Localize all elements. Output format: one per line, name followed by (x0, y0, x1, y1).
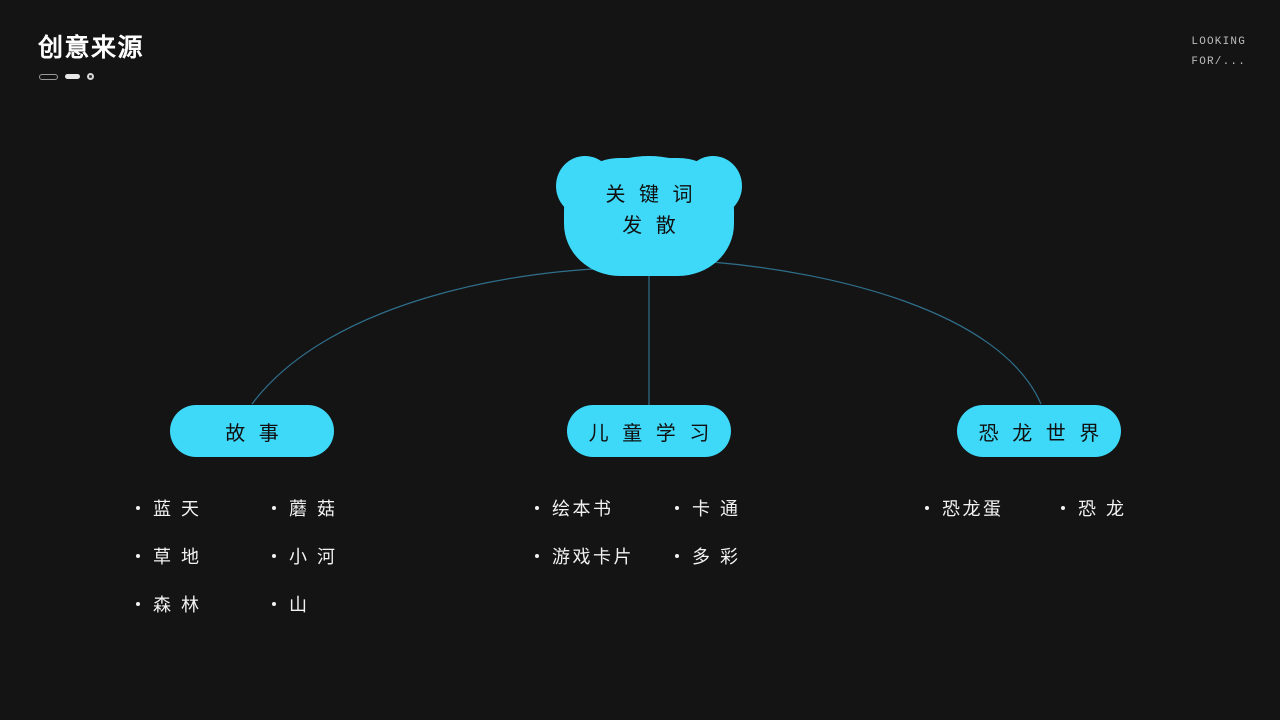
list-item[interactable]: 山 (272, 580, 408, 628)
list-item[interactable]: 卡 通 (675, 484, 815, 532)
keyword-label: 小 河 (289, 547, 338, 567)
list-item[interactable]: 多 彩 (675, 532, 815, 580)
keyword-label: 卡 通 (692, 499, 741, 519)
keyword-label: 多 彩 (692, 547, 741, 567)
bullet-dot-icon (272, 506, 276, 510)
keyword-column: 绘本书 游戏卡片 (535, 484, 675, 580)
keyword-label: 恐龙蛋 (942, 499, 1004, 519)
decoration-solid-bar-icon (65, 74, 80, 79)
keyword-group-story: 蓝 天 草 地 森 林 蘑 菇 小 河 山 (136, 484, 408, 628)
bullet-dot-icon (136, 602, 140, 606)
branch-node-children-learning[interactable]: 儿 童 学 习 (567, 405, 731, 457)
keyword-column: 蓝 天 草 地 森 林 (136, 484, 272, 628)
list-item[interactable]: 恐 龙 (1061, 484, 1197, 532)
list-item[interactable]: 小 河 (272, 532, 408, 580)
keyword-label: 游戏卡片 (552, 547, 634, 567)
branch-node-dinosaur-world[interactable]: 恐 龙 世 界 (957, 405, 1121, 457)
keyword-group-dinosaur-world: 恐龙蛋 恐 龙 (925, 484, 1197, 532)
root-label-line-1: 关 键 词 (605, 184, 697, 206)
decoration-dot-icon (87, 73, 94, 80)
list-item[interactable]: 森 林 (136, 580, 272, 628)
keyword-label: 山 (289, 595, 310, 615)
decoration-hollow-bar-icon (39, 73, 58, 80)
bullet-dot-icon (136, 506, 140, 510)
corner-note-line-2: FOR/... (1191, 56, 1246, 68)
branch-node-story[interactable]: 故 事 (170, 405, 334, 457)
bullet-dot-icon (1061, 506, 1065, 510)
list-item[interactable]: 蓝 天 (136, 484, 272, 532)
bullet-dot-icon (675, 554, 679, 558)
keyword-label: 草 地 (153, 547, 202, 567)
list-item[interactable]: 蘑 菇 (272, 484, 408, 532)
root-node-label: 关 键 词 发 散 (556, 146, 742, 276)
connector-left (251, 267, 631, 405)
bullet-dot-icon (136, 554, 140, 558)
corner-note: LOOKING FOR/... (1191, 32, 1246, 72)
bullet-dot-icon (535, 554, 539, 558)
keyword-column: 恐 龙 (1061, 484, 1197, 532)
keyword-group-children-learning: 绘本书 游戏卡片 卡 通 多 彩 (535, 484, 815, 580)
keyword-label: 恐 龙 (1078, 499, 1127, 519)
root-node[interactable]: 关 键 词 发 散 (556, 146, 742, 276)
bullet-dot-icon (925, 506, 929, 510)
corner-note-line-1: LOOKING (1191, 36, 1246, 48)
title-decoration-marks (39, 73, 94, 80)
list-item[interactable]: 游戏卡片 (535, 532, 675, 580)
list-item[interactable]: 恐龙蛋 (925, 484, 1061, 532)
bullet-dot-icon (272, 602, 276, 606)
keyword-label: 蓝 天 (153, 499, 202, 519)
keyword-column: 卡 通 多 彩 (675, 484, 815, 580)
page-title: 创意来源 (38, 34, 145, 62)
keyword-label: 蘑 菇 (289, 499, 338, 519)
keyword-column: 恐龙蛋 (925, 484, 1061, 532)
connector-right (711, 261, 1042, 405)
list-item[interactable]: 绘本书 (535, 484, 675, 532)
keyword-column: 蘑 菇 小 河 山 (272, 484, 408, 628)
bullet-dot-icon (675, 506, 679, 510)
keyword-label: 绘本书 (552, 499, 614, 519)
bullet-dot-icon (535, 506, 539, 510)
bullet-dot-icon (272, 554, 276, 558)
keyword-label: 森 林 (153, 595, 202, 615)
list-item[interactable]: 草 地 (136, 532, 272, 580)
root-label-line-2: 发 散 (622, 215, 680, 237)
bear-cloud-shape-icon (556, 156, 742, 276)
